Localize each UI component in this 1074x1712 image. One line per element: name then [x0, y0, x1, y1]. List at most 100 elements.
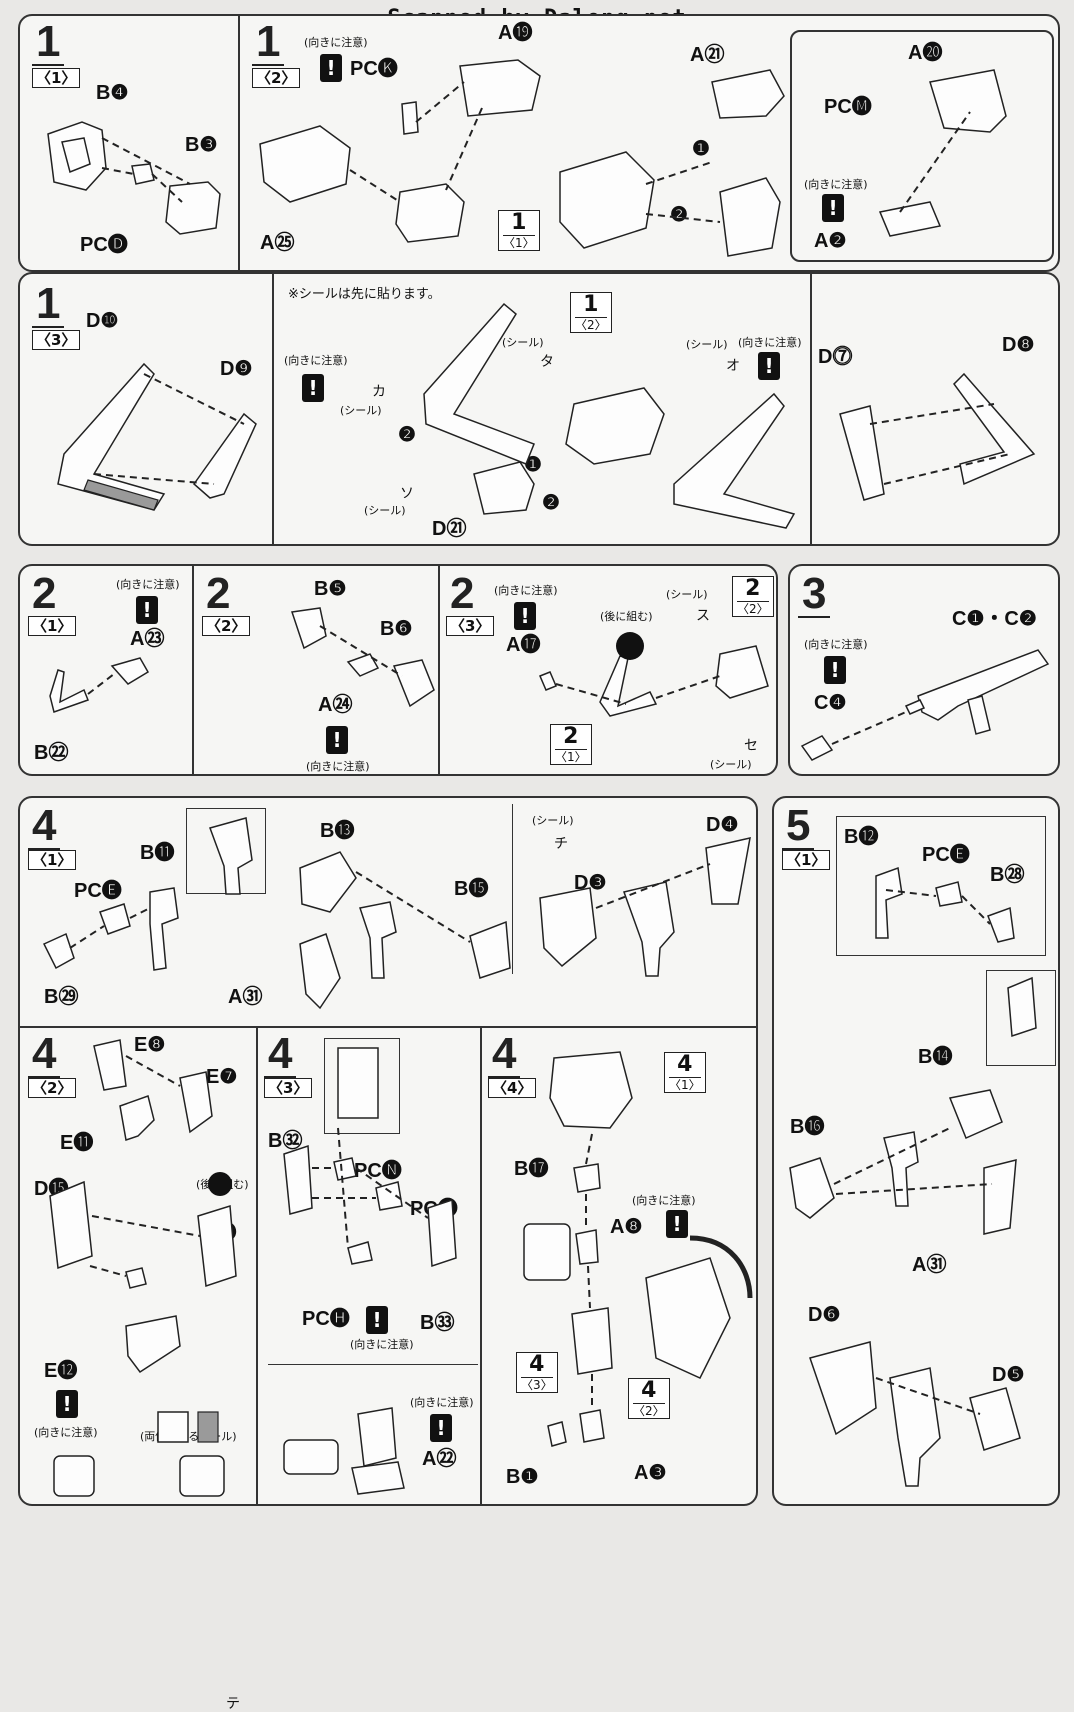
- part-label: B⓬: [844, 826, 879, 848]
- part-label: PC🅔: [922, 844, 970, 866]
- seal-note: (シール): [502, 336, 544, 349]
- warning-icon: !: [758, 352, 780, 380]
- assemble-later-note: (後に組む): [600, 610, 653, 623]
- part-label: B❺: [314, 578, 347, 600]
- upper-arm-illustration: [42, 817, 751, 1010]
- part-label: D❽: [1002, 334, 1035, 356]
- elbow-joint-illustration: [283, 1047, 457, 1495]
- divider-line: [268, 1364, 478, 1365]
- warning-icon: !: [320, 54, 342, 82]
- part-label: B⓰: [790, 1116, 825, 1138]
- part-label: A⓱: [506, 634, 541, 656]
- warning-icon: !: [666, 1210, 688, 1238]
- detail-callout-box: [324, 1038, 400, 1134]
- warning-icon: !: [302, 374, 324, 402]
- part-label: PC🅓: [80, 234, 128, 256]
- part-label: D㉑: [432, 518, 467, 540]
- step-arrow-marker: ❷: [398, 424, 416, 446]
- part-label: D❺: [992, 1364, 1025, 1386]
- step-number: 1: [32, 20, 65, 66]
- part-label: PC🅚: [350, 58, 398, 80]
- part-label: D❸: [574, 872, 607, 894]
- sticker-label: タ: [540, 354, 554, 370]
- part-label: B㉜: [268, 1130, 303, 1152]
- orientation-note: (向きに注意): [306, 760, 370, 773]
- part-label: C❶・C❷: [952, 608, 1037, 630]
- orientation-note: (向きに注意): [284, 354, 348, 367]
- reference-step-box: 4〈2〉: [628, 1378, 670, 1419]
- substep-label: 〈1〉: [28, 616, 77, 636]
- orientation-note: (向きに注意): [304, 36, 368, 49]
- part-label: A❷: [814, 230, 847, 252]
- part-label: PC🅔: [74, 880, 122, 902]
- part-label: B❶: [506, 1466, 539, 1488]
- step-number: 3: [798, 572, 831, 618]
- sticker-first-note: ※シールは先に貼ります。: [288, 287, 441, 302]
- part-label: A㉛: [228, 986, 263, 1008]
- hip-joint-illustration: [49, 607, 769, 717]
- part-label: A⓳: [498, 22, 533, 44]
- part-label: B㉘: [990, 864, 1025, 886]
- orientation-note: (向きに注意): [116, 578, 180, 591]
- panel-step-2: 2 〈1〉 (向きに注意) ! A㉓ B㉒ 2 〈2〉 B❺ B❻ A㉔ (向き…: [18, 564, 778, 776]
- orientation-note: (向きに注意): [804, 638, 868, 651]
- warning-icon: !: [56, 1390, 78, 1418]
- beam-rifle-illustration: [800, 649, 1050, 761]
- panel-step-3: 3 C❶・C❷ (向きに注意) ! C❹: [788, 564, 1060, 776]
- seal-note: (シール): [340, 404, 382, 417]
- orientation-note: (向きに注意): [350, 1338, 414, 1351]
- seal-note: (シール): [710, 758, 752, 771]
- torso-part-illustration: [47, 121, 221, 235]
- part-label: B⓯: [454, 878, 489, 900]
- seal-note: (シール): [532, 814, 574, 827]
- orientation-note: (向きに注意): [494, 584, 558, 597]
- part-label: D❾: [220, 358, 253, 380]
- substep-label: 〈3〉: [264, 1078, 313, 1098]
- step-arrow-marker: ❷: [542, 492, 560, 514]
- part-label: B❸: [185, 134, 218, 156]
- warning-icon: !: [430, 1414, 452, 1442]
- orientation-note: (向きに注意): [804, 178, 868, 191]
- step-arrow-marker: ❷: [670, 204, 688, 226]
- substep-label: 〈4〉: [488, 1078, 537, 1098]
- sticker-label: ス: [696, 608, 710, 624]
- seal-note: (シール): [364, 504, 406, 517]
- substep-label: 〈1〉: [782, 850, 831, 870]
- warning-icon: !: [824, 656, 846, 684]
- panel-step-5: 5 〈1〉 B⓬ PC🅔 B㉘ B⓮ B⓰ A㉛ D❻ D❺: [772, 796, 1060, 1506]
- part-label: D❿: [86, 310, 119, 332]
- seal-note: (シール): [666, 588, 708, 601]
- reference-step-box: 2〈2〉: [732, 576, 774, 617]
- orientation-note: (向きに注意): [738, 336, 802, 349]
- part-label: D❻: [808, 1304, 841, 1326]
- orientation-note: (向きに注意): [34, 1426, 98, 1439]
- part-label: B㉝: [420, 1312, 455, 1334]
- part-label: B❻: [380, 618, 413, 640]
- sticker-label: テ: [226, 1696, 240, 1712]
- substep-label: 〈1〉: [28, 850, 77, 870]
- seal-note: (シール): [686, 338, 728, 351]
- waist-assembly-illustration: [259, 59, 1007, 257]
- detail-callout-box: [790, 30, 1054, 262]
- part-label: B㉙: [44, 986, 79, 1008]
- detail-callout-box: [986, 970, 1056, 1066]
- part-label: A㉓: [130, 628, 165, 650]
- step-number: 4: [28, 804, 61, 850]
- reference-step-box: 4〈3〉: [516, 1352, 558, 1393]
- part-label: D❹: [706, 814, 739, 836]
- part-label: A❸: [634, 1462, 667, 1484]
- part-label: A⓴: [908, 42, 943, 64]
- shoulder-assembly-illustration: [789, 866, 1037, 1487]
- part-label: E⓫: [60, 1132, 94, 1154]
- orientation-note: (向きに注意): [632, 1194, 696, 1207]
- part-label: E❼: [206, 1066, 238, 1088]
- part-label: B㉒: [34, 742, 69, 764]
- part-label: A㉕: [260, 232, 295, 254]
- part-label: B❹: [96, 82, 129, 104]
- part-label: PC🅝: [354, 1160, 402, 1182]
- warning-icon: !: [514, 602, 536, 630]
- reference-step-box: 4〈1〉: [664, 1052, 706, 1093]
- part-label: C❹: [814, 692, 847, 714]
- part-label: A㉑: [690, 44, 725, 66]
- part-label: E⓬: [44, 1360, 78, 1382]
